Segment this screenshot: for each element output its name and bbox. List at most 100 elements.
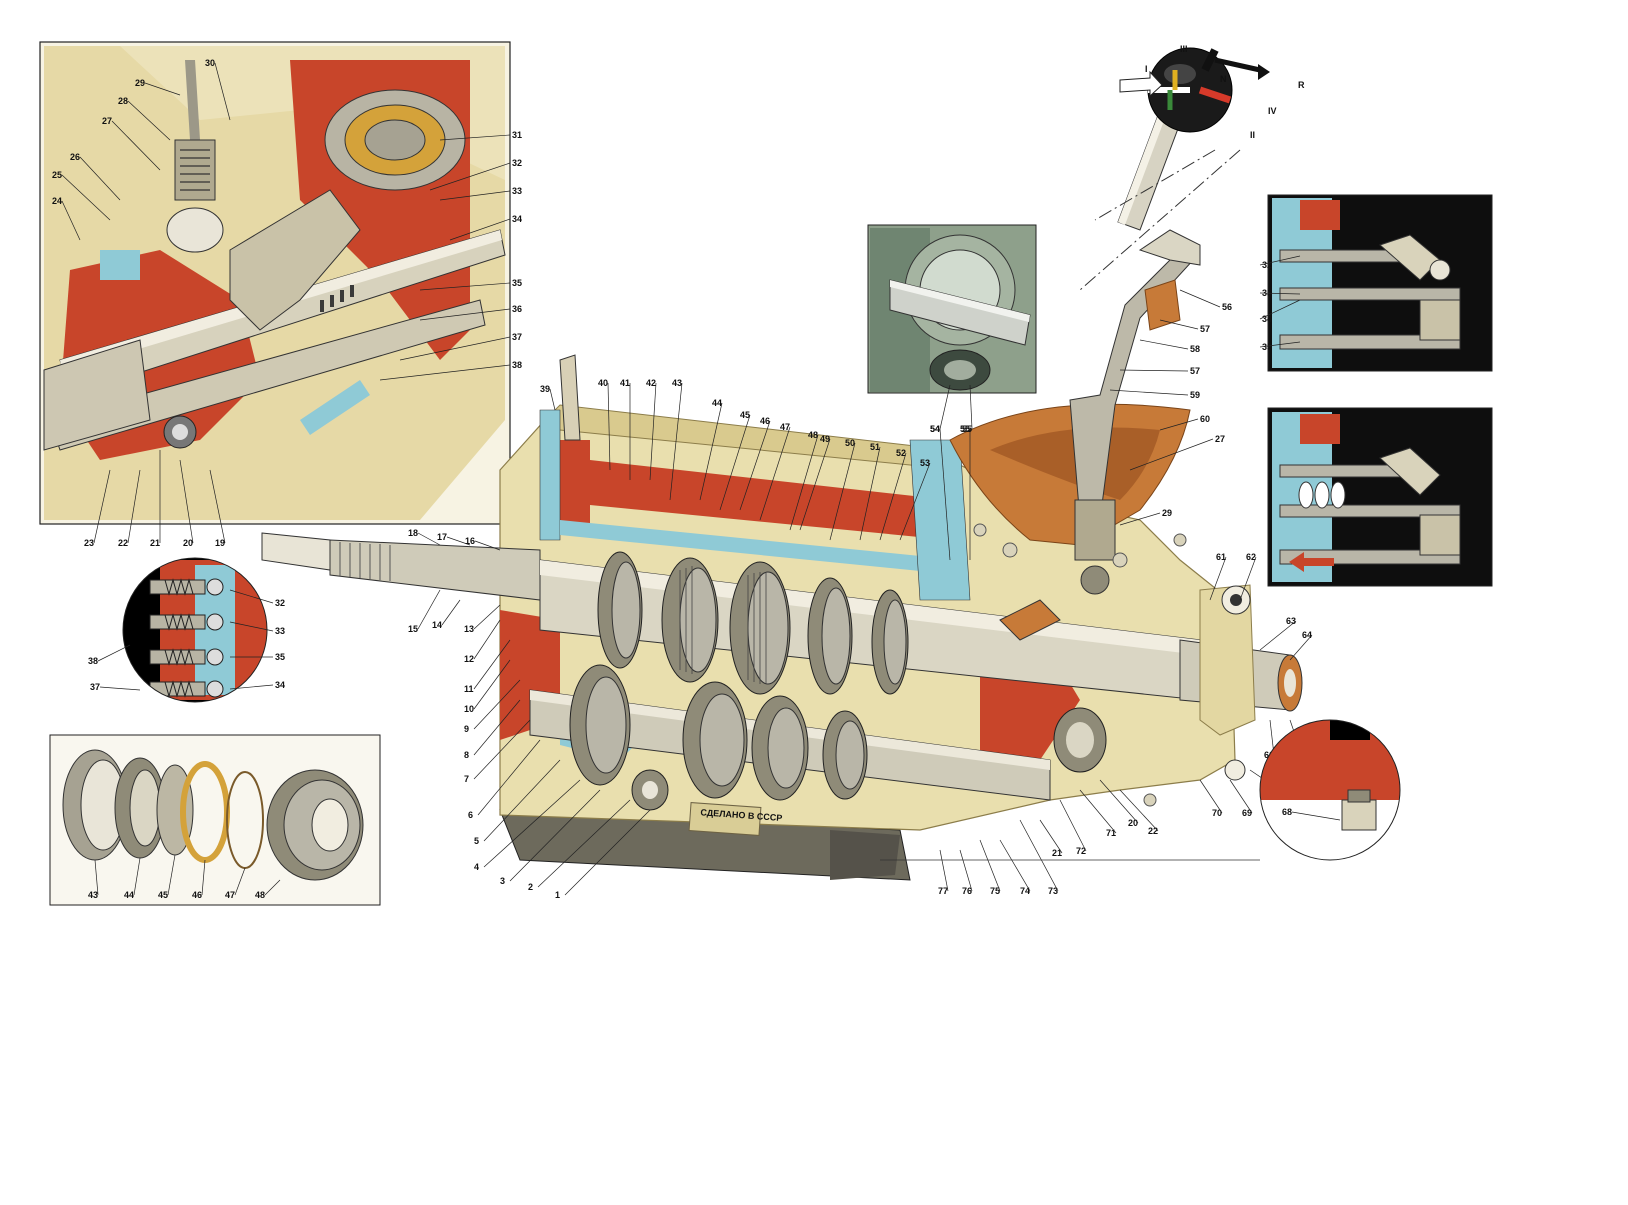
main-left-callout-4: 4	[474, 862, 479, 872]
main-bottom-callout-leader-76	[959, 849, 973, 892]
synchro-callout-46: 46	[192, 890, 202, 900]
fork-callout-leader-35	[1259, 341, 1301, 348]
main-left-callout-leader-1	[564, 809, 651, 896]
main-top-callout-44: 44	[712, 398, 722, 408]
main-top-callout-leader-51	[859, 446, 881, 541]
lever-callout-leader-60	[1159, 418, 1199, 431]
main-right-callout-leader-64	[1289, 634, 1313, 661]
main-left-callout-6: 6	[468, 810, 473, 820]
gear-label-i: I	[1145, 64, 1148, 74]
inset1-callout-leader-31	[439, 134, 511, 141]
lever-callout-29: 29	[1162, 508, 1172, 518]
bolt-callout-leader-68	[1291, 811, 1341, 821]
synchro-callout-44: 44	[124, 890, 134, 900]
lever-callout-leader-29	[1119, 512, 1161, 526]
main-left-callout-15: 15	[408, 624, 418, 634]
gear-label-ii: II	[1250, 130, 1255, 140]
spring-callout-leader-38	[97, 644, 131, 662]
main-right-callout-61: 61	[1216, 552, 1226, 562]
synchro-callout-leader-43	[94, 859, 99, 896]
main-transmission-cutaway: СДЕЛАНО В СССР 3940414243444546474849505…	[261, 229, 1313, 900]
main-left-callout-leader-4	[483, 779, 581, 868]
inset1-callout-31: 31	[512, 130, 522, 140]
main-right-callout-leader-61	[1209, 556, 1227, 601]
inset1-callout-19: 19	[215, 538, 225, 548]
inset1-callout-leader-34	[449, 218, 511, 241]
main-bottom-callout-74: 74	[1020, 886, 1030, 896]
main-top-callout-47: 47	[780, 422, 790, 432]
inset1-callout-leader-29	[144, 82, 181, 96]
main-left-callout-leader-10	[473, 659, 511, 710]
fork-callout-leader-34	[1259, 299, 1301, 320]
main-left-callout-14: 14	[432, 620, 442, 630]
main-top-callout-52: 52	[896, 448, 906, 458]
main-bottom-callout-leader-72	[1059, 799, 1087, 852]
fork-callout-leader-32	[1259, 255, 1301, 266]
fork-callout-35: 35	[1262, 342, 1272, 352]
main-top-callout-leader-44	[699, 402, 723, 501]
lever-callout-57: 57	[1190, 366, 1200, 376]
gear-label-n: N	[1220, 74, 1227, 84]
main-left-callout-leader-6	[477, 739, 541, 816]
fork-callout-leader-33	[1259, 292, 1301, 295]
inset1-callout-leader-38	[379, 364, 511, 381]
spring-callout-33: 33	[275, 626, 285, 636]
synchro-callout-leader-44	[133, 857, 141, 896]
inset1-callout-23: 23	[84, 538, 94, 548]
main-bottom-callout-leader-71	[1079, 789, 1117, 834]
lever-callout-56: 56	[1222, 302, 1232, 312]
main-top-callout-leader-40	[607, 382, 611, 471]
main-bottom-callout-76: 76	[962, 886, 972, 896]
main-left-callout-16: 16	[465, 536, 475, 546]
main-top-callout-leader-45	[719, 414, 751, 511]
inset1-callout-20: 20	[183, 538, 193, 548]
main-left-callout-leader-7	[473, 719, 531, 780]
main-left-callout-leader-18	[417, 532, 441, 546]
inset1-callout-leader-37	[399, 336, 511, 361]
seal-callout-leader-54	[939, 384, 951, 430]
main-right-callout-62: 62	[1246, 552, 1256, 562]
main-left-callout-8: 8	[464, 750, 469, 760]
synchro-callout-47: 47	[225, 890, 235, 900]
inset1-callout-leader-32	[429, 162, 511, 191]
inset1-callout-leader-25	[61, 174, 111, 221]
main-top-callout-leader-49	[799, 438, 831, 531]
synchro-callout-leader-45	[167, 854, 176, 896]
synchro-callout-leader-46	[201, 859, 206, 896]
inset1-callout-38: 38	[512, 360, 522, 370]
inset1-callout-27: 27	[102, 116, 112, 126]
main-top-callout-leader-52	[879, 452, 907, 541]
main-top-callout-leader-42	[649, 382, 657, 481]
main-left-callout-3: 3	[500, 876, 505, 886]
main-top-callout-40: 40	[598, 378, 608, 388]
main-top-callout-39: 39	[540, 384, 550, 394]
main-top-callout-46: 46	[760, 416, 770, 426]
main-left-callout-leader-2	[537, 799, 631, 888]
synchro-callout-leader-48	[264, 879, 281, 896]
inset1-callout-26: 26	[70, 152, 80, 162]
main-right-callout-leader-63	[1259, 620, 1297, 651]
main-top-callout-48: 48	[808, 430, 818, 440]
main-left-callout-17: 17	[437, 532, 447, 542]
main-left-callout-leader-3	[509, 789, 601, 882]
main-top-callout-leader-47	[759, 426, 791, 521]
main-top-callout-leader-53	[899, 462, 931, 541]
main-top-callout-50: 50	[845, 438, 855, 448]
inset1-callout-36: 36	[512, 304, 522, 314]
main-bottom-callout-73: 73	[1048, 886, 1058, 896]
inset1-callout-leader-22	[127, 469, 141, 544]
main-bottom-callout-69: 69	[1242, 808, 1252, 818]
main-bottom-callout-leader-69	[1229, 779, 1253, 814]
main-left-callout-leader-14	[441, 599, 461, 626]
inset1-callout-22: 22	[118, 538, 128, 548]
inset1-callout-leader-33	[439, 190, 511, 201]
lever-callout-57: 57	[1200, 324, 1210, 334]
main-left-callout-leader-15	[417, 589, 441, 630]
spring-callout-38: 38	[88, 656, 98, 666]
main-top-callout-leader-39	[549, 388, 556, 411]
inset1-callout-25: 25	[52, 170, 62, 180]
inset1-callout-30: 30	[205, 58, 215, 68]
main-top-callout-43: 43	[672, 378, 682, 388]
